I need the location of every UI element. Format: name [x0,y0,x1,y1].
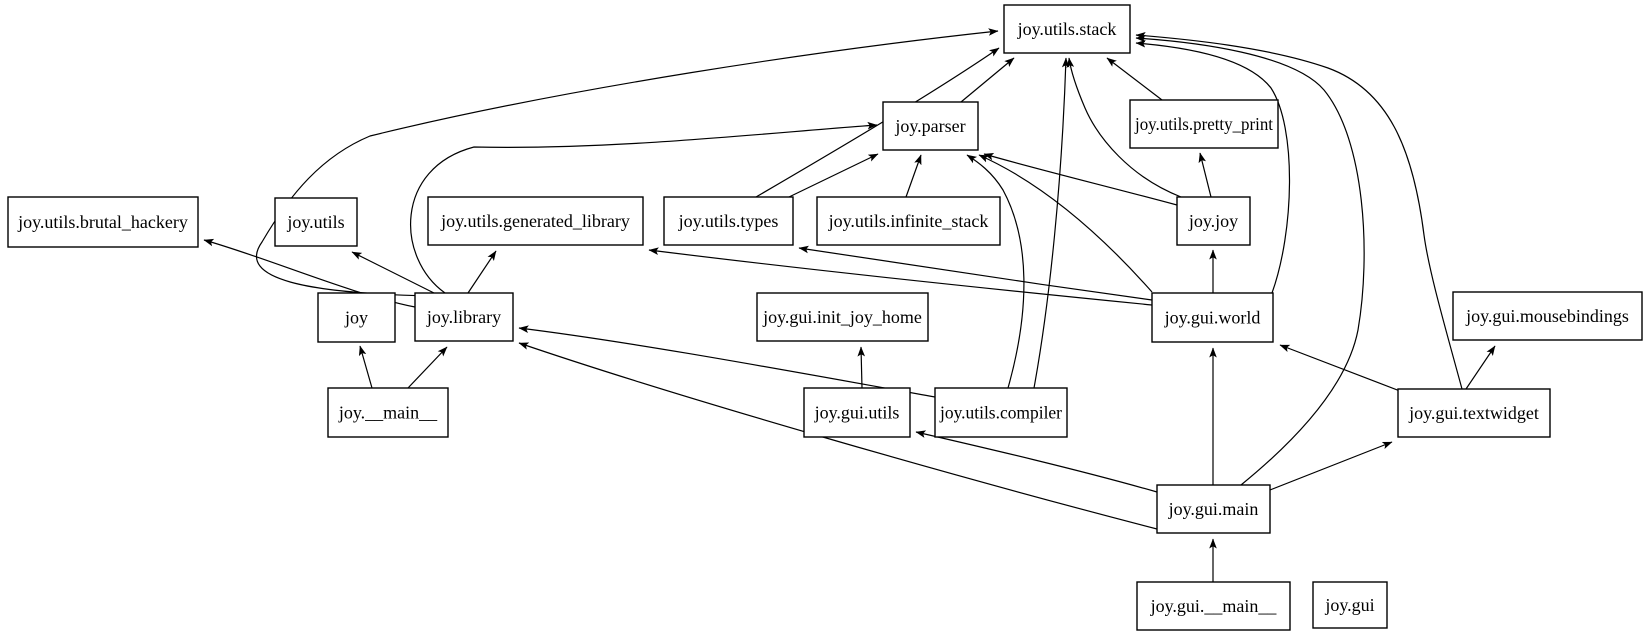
edge-joy-gui-textwidget-to-joy-utils-stack [1135,31,1463,390]
node-box-joy-gui-world [1151,292,1274,343]
node-label-joy-main-module: joy.__main__ [338,403,438,423]
edge-joy-gui-main-to-joy-gui-textwidget [1269,441,1393,491]
node-box-joy-gui-utils [803,387,911,438]
edge-joy-gui-world-to-joy-utils-generated-library [648,247,1153,306]
edge-joy-parser-to-joy-utils-stack [960,57,1015,103]
edge-joy-gui-main-to-joy-gui-utils [915,430,1158,493]
node-label-joy-gui-mousebindings: joy.gui.mousebindings [1465,306,1629,326]
edge-joy-gui-textwidget-to-joy-gui-world [1279,344,1401,392]
node-joy-utils-pretty-print: joy.utils.pretty_print [1129,99,1279,149]
node-box-joy-gui-main [1156,484,1271,534]
node-box-joy-gui-mousebindings [1452,291,1643,341]
node-label-joy-parser: joy.parser [894,116,965,136]
node-box-joy-utils-generated-library [427,196,644,246]
node-joy-utils-compiler: joy.utils.compiler [934,387,1068,438]
edge-joy-gui-world-to-joy-utils-stack [1135,39,1291,294]
node-joy-utils-stack: joy.utils.stack [1003,4,1131,54]
node-joy: joy [317,292,396,343]
edge-joy-utils-pretty-print-to-joy-utils-stack [1106,57,1163,101]
node-box-joy-utils-types [663,196,794,246]
edge-joy-gui-world-to-joy-parser [978,154,1153,293]
node-label-joy-utils-generated-library: joy.utils.generated_library [440,211,630,231]
node-joy-gui-textwidget: joy.gui.textwidget [1397,388,1551,438]
node-joy-joy: joy.joy [1176,196,1251,246]
edge-joy-main-module-to-joy [358,345,373,389]
node-box-joy-joy [1176,196,1251,246]
node-label-joy-utils-pretty-print: joy.utils.pretty_print [1134,114,1273,134]
node-label-joy-gui-world: joy.gui.world [1164,308,1261,328]
node-box-joy-main-module [327,387,449,438]
node-joy-utils-types: joy.utils.types [663,196,794,246]
node-box-joy-utils-compiler [934,387,1068,438]
edge-joy-joy-to-joy-parser [983,152,1178,206]
edge-joy-gui-utils-to-joy-gui-init-joy-home [857,346,866,389]
edge-joy-utils-compiler-to-joy-parser [966,154,1025,389]
node-label-joy-gui-textwidget: joy.gui.textwidget [1408,403,1539,423]
node-joy-utils-generated-library: joy.utils.generated_library [427,196,644,246]
node-box-joy [317,292,396,343]
node-box-joy-utils-stack [1003,4,1131,54]
nodes-layer: joy.utils.stack joy.parser joy.utils.prett… [7,4,1643,631]
node-box-joy-utils-brutal-hackery [7,196,199,248]
node-label-joy-joy: joy.joy [1188,211,1238,231]
node-joy-gui-mousebindings: joy.gui.mousebindings [1452,291,1643,341]
edge-joy-utils-compiler-to-joy-library [518,325,936,398]
edge-joy-library-to-joy-utils-stack [255,28,999,297]
node-box-joy-gui-textwidget [1397,388,1551,438]
node-label-joy-gui-init-joy-home: joy.gui.init_joy_home [762,307,922,327]
node-joy-gui: joy.gui [1312,581,1388,629]
edge-joy-utils-compiler-to-joy-utils-stack [1033,57,1070,389]
node-joy-library: joy.library [414,292,514,342]
node-box-joy-utils-infinite-stack [816,196,1001,246]
node-joy-gui-world: joy.gui.world [1151,292,1274,343]
edge-joy-gui-main-to-joy-utils-stack [1135,34,1365,486]
node-label-joy-utils-types: joy.utils.types [678,211,779,231]
edge-joy-library-to-joy-parser [410,121,878,294]
node-joy-main-module: joy.__main__ [327,387,449,438]
node-label-joy-utils-compiler: joy.utils.compiler [939,403,1062,423]
edge-joy-utils-types-to-joy-parser [788,153,879,198]
edge-joy-utils-infinite-stack-to-joy-parser [905,154,922,198]
edge-joy-joy-to-joy-utils-stack [1066,57,1182,198]
node-box-joy-gui-init-joy-home [756,292,929,342]
node-label-joy-library: joy.library [426,307,501,327]
node-label-joy-utils-brutal-hackery: joy.utils.brutal_hackery [17,212,188,232]
node-joy-utils: joy.utils [274,197,358,247]
edge-joy-main-module-to-joy-library [407,346,448,389]
node-label-joy-gui: joy.gui [1324,595,1374,615]
node-joy-gui-main: joy.gui.main [1156,484,1271,534]
node-label-joy-utils: joy.utils [286,212,344,232]
node-label-joy-gui-utils: joy.gui.utils [814,403,900,423]
node-joy-utils-brutal-hackery: joy.utils.brutal_hackery [7,196,199,248]
node-box-joy-utils-pretty-print [1129,99,1279,149]
node-label-joy-utils-infinite-stack: joy.utils.infinite_stack [828,211,989,231]
node-joy-utils-infinite-stack: joy.utils.infinite_stack [816,196,1001,246]
node-joy-parser: joy.parser [882,101,979,151]
node-box-joy-utils [274,197,358,247]
node-label-joy-gui-main: joy.gui.main [1168,499,1259,519]
node-box-joy-gui-main-module [1136,581,1291,631]
edge-joy-gui-world-to-joy-utils-types [798,245,1153,301]
node-joy-gui-utils: joy.gui.utils [803,387,911,438]
node-box-joy-library [414,292,514,342]
edge-joy-library-to-joy-utils-generated-library [467,250,497,294]
node-label-joy-gui-main-module: joy.gui.__main__ [1150,596,1278,616]
edge-joy-joy-to-joy-utils-pretty-print [1198,152,1212,198]
node-joy-gui-main-module: joy.gui.__main__ [1136,581,1291,631]
node-box-joy-parser [882,101,979,151]
node-label-joy: joy [344,308,368,328]
node-joy-gui-init-joy-home: joy.gui.init_joy_home [756,292,929,342]
node-label-joy-utils-stack: joy.utils.stack [1017,19,1117,39]
edge-joy-library-to-joy-utils [351,251,435,294]
node-box-joy-gui [1312,581,1388,629]
edge-joy-gui-textwidget-to-joy-gui-mousebindings [1465,345,1496,390]
